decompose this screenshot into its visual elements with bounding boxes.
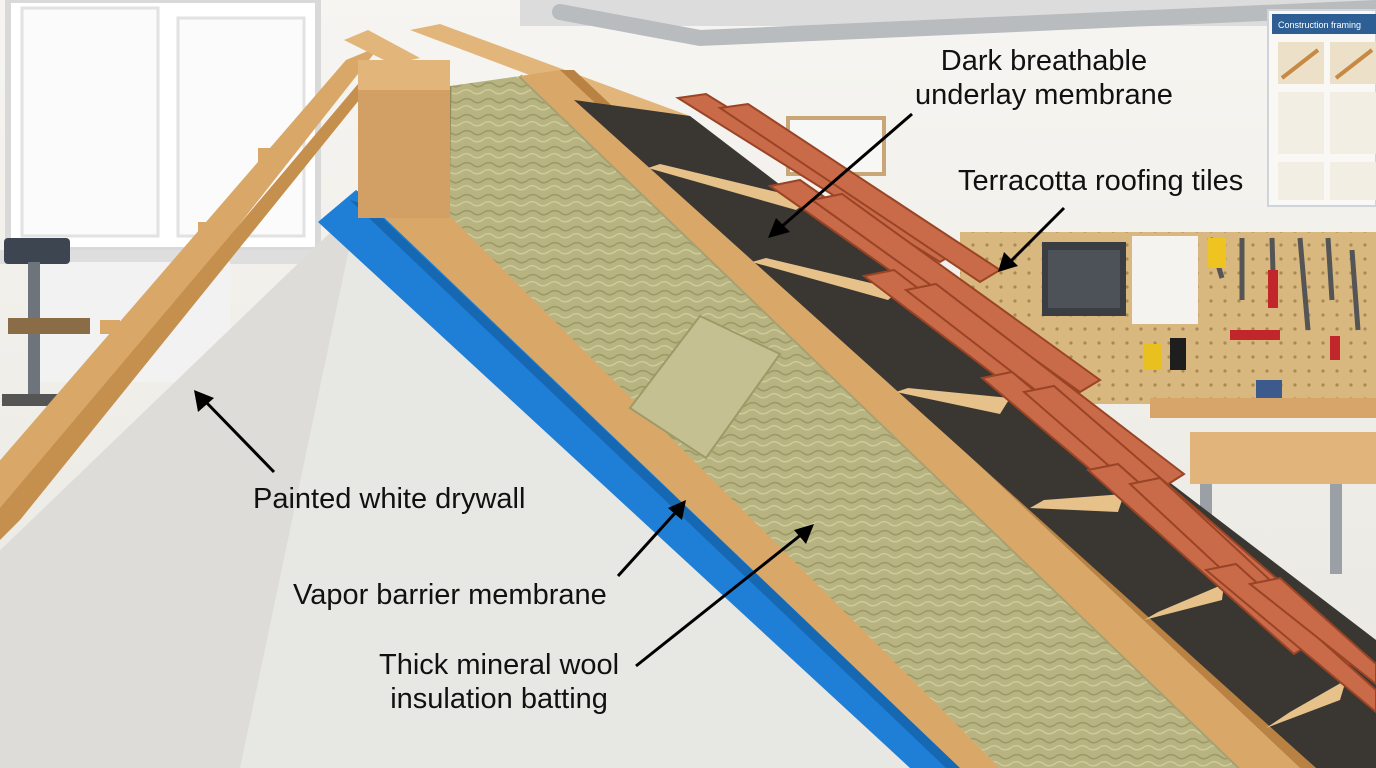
drywall-panel [0, 206, 900, 768]
poster-title: Construction framing [1278, 20, 1361, 30]
vapor-barrier-label: Vapor barrier membrane [293, 579, 607, 611]
annotation-arrows [194, 112, 1066, 668]
underlay-label-line-1: Dark breathable [940, 45, 1148, 77]
inner-batten [372, 206, 1000, 768]
tool-pegboard [960, 232, 1376, 404]
terracotta-tiles [675, 92, 1376, 714]
wall-poster [1267, 9, 1376, 207]
drywall-label: Painted white drywall [253, 483, 526, 515]
roof-battens [648, 164, 1346, 728]
underlay-membrane-label: Dark breathable underlay membrane [915, 44, 1173, 112]
wool-label-line-1: Thick mineral wool [379, 649, 620, 681]
wool-label-line-2: insulation batting [390, 683, 608, 715]
outer-rafter [520, 70, 1300, 768]
roofing-tiles-label: Terracotta roofing tiles [958, 165, 1244, 197]
underlay-label-line-2: underlay membrane [915, 79, 1173, 111]
mineral-wool-label: Thick mineral wool insulation batting [379, 648, 619, 716]
left-rafter [0, 46, 380, 540]
